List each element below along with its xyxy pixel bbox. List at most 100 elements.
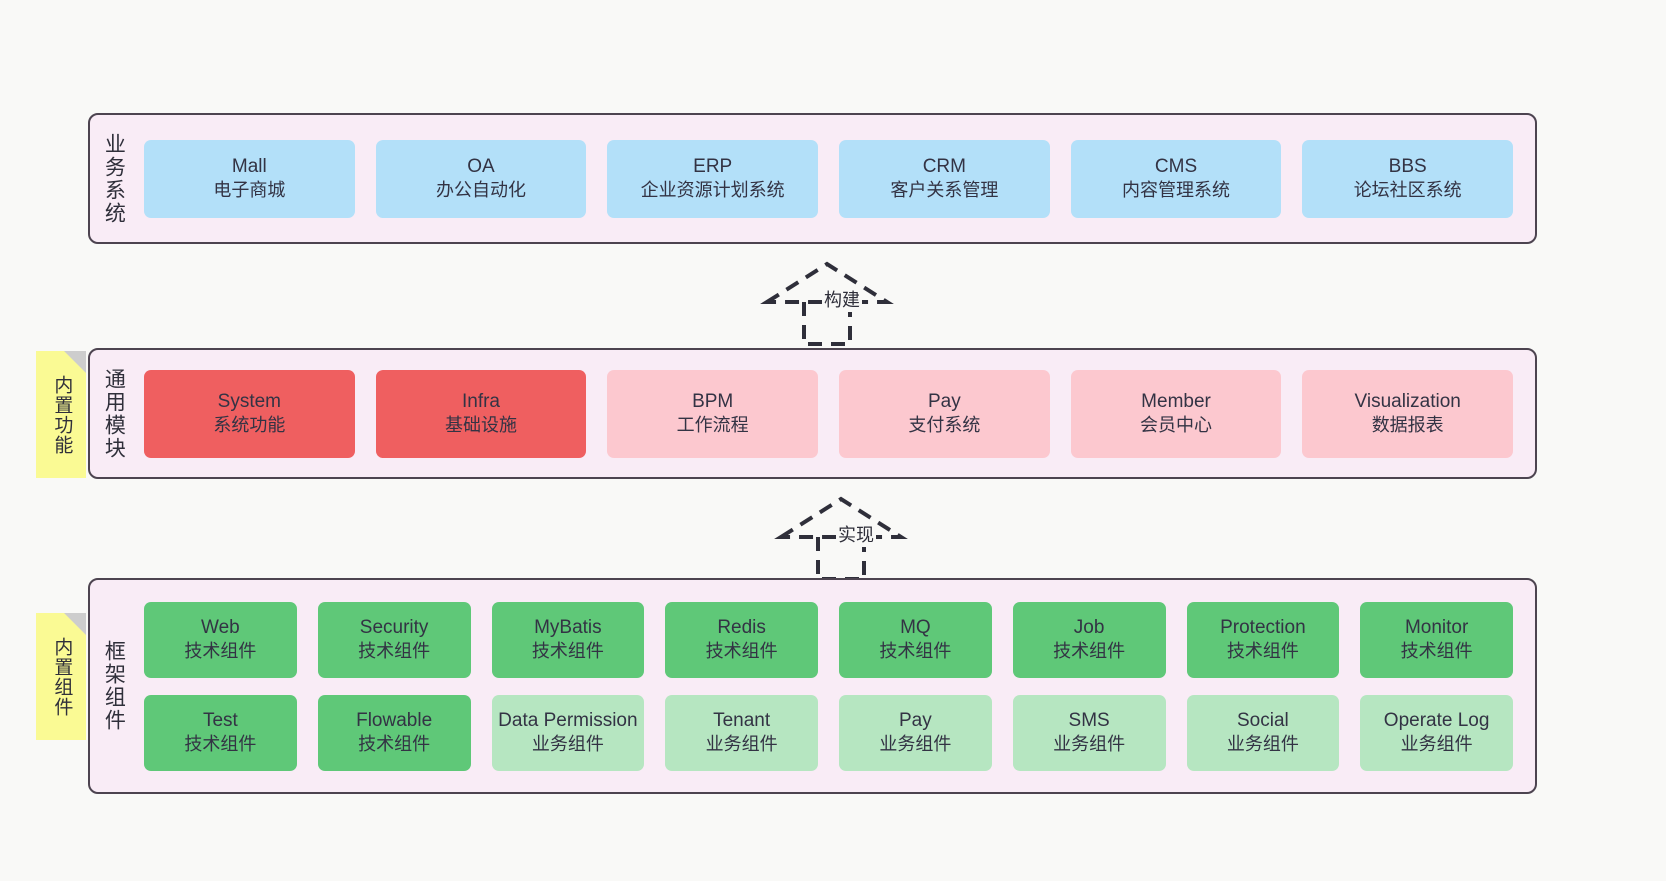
tile-data-permission[interactable]: Data Permission 业务组件 [491,694,645,771]
layer-body-framework: Web 技术组件 Security 技术组件 MyBatis 技术组件 Redi… [136,580,1535,792]
tile-operate-log[interactable]: Operate Log 业务组件 [1360,694,1513,771]
tile-security[interactable]: Security 技术组件 [317,601,471,678]
tile-job[interactable]: Job 技术组件 [1012,601,1166,678]
tile-subtitle: 数据报表 [1371,415,1444,436]
tile-system[interactable]: System 系统功能 [144,369,355,458]
tile-subtitle: 技术组件 [1226,641,1299,662]
tile-subtitle: 办公自动化 [436,180,526,201]
tile-mq[interactable]: MQ 技术组件 [839,601,992,678]
layer-business-systems: 业务系统 Mall 电子商城 OA 办公自动化 ERP 企业资源计划系统 CRM… [88,113,1537,244]
tile-flowable[interactable]: Flowable 技术组件 [317,694,471,771]
tile-title: Operate Log [1383,710,1490,732]
tile-bbs[interactable]: BBS 论坛社区系统 [1302,139,1514,218]
tile-subtitle: 技术组件 [705,641,778,662]
tile-title: Pay [899,710,932,732]
layer-body-modules: System 系统功能 Infra 基础设施 BPM 工作流程 Pay 支付系统… [136,350,1535,477]
tile-subtitle: 论坛社区系统 [1353,180,1462,201]
tile-title: Visualization [1354,391,1461,413]
tile-subtitle: 业务组件 [1400,734,1473,755]
tile-subtitle: 业务组件 [1053,734,1126,755]
tile-subtitle: 会员中心 [1140,415,1213,436]
tile-title: Mall [231,156,267,178]
layer-common-modules: 通用模块 System 系统功能 Infra 基础设施 BPM 工作流程 Pay… [88,348,1537,479]
tile-title: Pay [927,391,961,413]
tile-subtitle: 系统功能 [213,415,286,436]
tile-title: SMS [1068,710,1110,732]
tile-subtitle: 内容管理系统 [1122,180,1231,201]
tile-subtitle: 业务组件 [705,734,778,755]
tile-title: Monitor [1404,617,1469,639]
tile-monitor[interactable]: Monitor 技术组件 [1360,601,1513,678]
tile-bpm[interactable]: BPM 工作流程 [607,369,819,458]
tile-title: Protection [1220,617,1306,639]
tile-title: Web [201,617,240,639]
tile-erp[interactable]: ERP 企业资源计划系统 [607,139,819,218]
tile-crm[interactable]: CRM 客户关系管理 [839,139,1050,218]
connector-label-implement: 实现 [836,521,876,547]
tile-cms[interactable]: CMS 内容管理系统 [1070,139,1282,218]
tile-oa[interactable]: OA 办公自动化 [375,139,587,218]
tile-row: System 系统功能 Infra 基础设施 BPM 工作流程 Pay 支付系统… [144,369,1514,458]
tile-title: MyBatis [534,617,602,639]
tile-web[interactable]: Web 技术组件 [144,601,297,678]
tile-subtitle: 客户关系管理 [890,180,999,201]
tile-infra[interactable]: Infra 基础设施 [375,369,587,458]
tile-title: OA [467,156,495,178]
tile-row: Web 技术组件 Security 技术组件 MyBatis 技术组件 Redi… [144,601,1513,678]
connector-build: 构建 [752,258,932,346]
tile-mybatis[interactable]: MyBatis 技术组件 [491,601,645,678]
tile-title: BPM [692,391,734,413]
tile-pay-component[interactable]: Pay 业务组件 [839,694,992,771]
tile-subtitle: 技术组件 [358,641,431,662]
tile-subtitle: 工作流程 [676,415,749,436]
tile-visualization[interactable]: Visualization 数据报表 [1302,369,1514,458]
tile-subtitle: 技术组件 [1053,641,1126,662]
connector-implement: 实现 [766,493,946,581]
connector-label-build: 构建 [822,286,862,312]
tile-subtitle: 业务组件 [531,734,604,755]
tile-subtitle: 技术组件 [531,641,604,662]
tile-social[interactable]: Social 业务组件 [1186,694,1340,771]
tile-subtitle: 企业资源计划系统 [640,180,785,201]
tile-title: Social [1237,710,1289,732]
tile-subtitle: 电子商城 [213,180,286,201]
tile-subtitle: 业务组件 [1226,734,1299,755]
tile-subtitle: 业务组件 [879,734,952,755]
layer-framework-components: 框架组件 Web 技术组件 Security 技术组件 MyBatis 技术组件… [88,578,1537,794]
tile-tenant[interactable]: Tenant 业务组件 [665,694,818,771]
tile-title: Tenant [713,710,771,732]
tile-subtitle: 技术组件 [1400,641,1473,662]
note-fold-icon [64,351,86,373]
tile-test[interactable]: Test 技术组件 [144,694,297,771]
note-fold-icon [64,613,86,635]
tile-subtitle: 技术组件 [879,641,952,662]
tile-mall[interactable]: Mall 电子商城 [144,139,355,218]
layer-body-business: Mall 电子商城 OA 办公自动化 ERP 企业资源计划系统 CRM 客户关系… [136,115,1535,242]
tile-subtitle: 技术组件 [184,641,257,662]
tile-title: CMS [1154,156,1198,178]
tile-title: CRM [922,156,966,178]
tile-protection[interactable]: Protection 技术组件 [1186,601,1340,678]
tile-title: Member [1141,391,1211,413]
sticky-note-label: 内置组件 [51,636,73,717]
tile-row: Test 技术组件 Flowable 技术组件 Data Permission … [144,694,1513,771]
tile-row: Mall 电子商城 OA 办公自动化 ERP 企业资源计划系统 CRM 客户关系… [144,139,1514,218]
tile-title: Security [359,617,429,639]
tile-member[interactable]: Member 会员中心 [1070,369,1282,458]
sticky-note-builtin-functions: 内置功能 [36,351,86,478]
sticky-note-label: 内置功能 [51,374,73,455]
tile-sms[interactable]: SMS 业务组件 [1012,694,1166,771]
tile-subtitle: 支付系统 [908,415,981,436]
tile-subtitle: 技术组件 [358,734,431,755]
layer-label-modules: 通用模块 [102,367,126,460]
tile-title: BBS [1388,156,1427,178]
tile-title: Test [202,710,238,732]
tile-title: Data Permission [498,710,638,732]
tile-pay-module[interactable]: Pay 支付系统 [839,369,1050,458]
layer-label-business: 业务系统 [102,132,126,225]
tile-subtitle: 技术组件 [184,734,257,755]
tile-title: Infra [461,391,501,413]
tile-title: Redis [717,617,766,639]
tile-redis[interactable]: Redis 技术组件 [665,601,818,678]
